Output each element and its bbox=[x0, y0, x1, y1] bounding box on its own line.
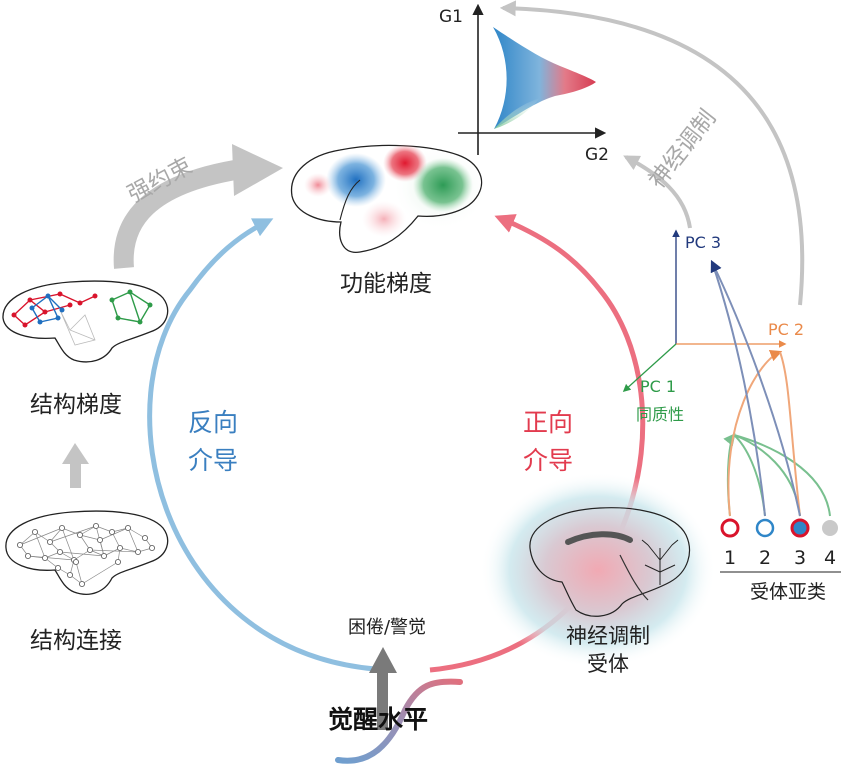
connectivity-node bbox=[66, 571, 74, 579]
neuromodulatory-receptor-brain: 神经调制 受体 bbox=[480, 472, 716, 676]
connectivity-node bbox=[46, 538, 54, 546]
gradient-space-plot: G1 G2 bbox=[439, 3, 609, 165]
receptor-label-line2: 受体 bbox=[587, 652, 629, 676]
connectivity-node bbox=[72, 558, 80, 566]
receptor-subtype-4-marker bbox=[822, 520, 838, 536]
strong-constraint-arrow: 强约束 bbox=[113, 144, 283, 269]
connectivity-node bbox=[56, 548, 64, 556]
connectivity-node bbox=[108, 528, 116, 536]
connectivity-node bbox=[134, 548, 142, 556]
connectivity-node bbox=[114, 558, 122, 566]
connectivity-link bbox=[79, 534, 101, 541]
forward-label-line2: 介导 bbox=[523, 446, 573, 475]
connectivity-link bbox=[127, 527, 146, 539]
receptor-subtype-3: 3 bbox=[794, 547, 806, 569]
connectivity-node bbox=[16, 541, 24, 549]
connectivity-node bbox=[31, 528, 39, 536]
connectivity-node bbox=[78, 580, 86, 588]
connectivity-node bbox=[141, 534, 149, 542]
connectivity-node bbox=[76, 531, 84, 539]
connectivity-link bbox=[19, 527, 63, 546]
connectivity-link bbox=[61, 527, 75, 561]
connectivity-node bbox=[24, 552, 32, 560]
connectivity-node bbox=[100, 552, 108, 560]
brain-outline-receptor bbox=[529, 507, 691, 617]
reverse-label-line1: 反向 bbox=[188, 408, 238, 437]
receptor-subtype-4: 4 bbox=[824, 547, 836, 569]
arousal-level-label: 觉醒水平 bbox=[328, 705, 428, 734]
receptor-subtype-2: 2 bbox=[759, 547, 771, 569]
axis-label-g2: G2 bbox=[585, 145, 609, 165]
connectivity-link bbox=[61, 527, 81, 536]
connectivity-link bbox=[75, 561, 83, 585]
connectivity-link bbox=[119, 547, 139, 553]
brain-outline-functional bbox=[290, 144, 483, 253]
receptor-subtype-1-marker bbox=[720, 518, 740, 538]
connectivity-node bbox=[54, 564, 62, 572]
arousal-wave bbox=[335, 678, 463, 764]
connectivity-link bbox=[49, 527, 63, 543]
sleepy-alert-label: 困倦/警觉 bbox=[348, 617, 426, 638]
structural-connectivity-brain: 结构连接 bbox=[5, 510, 169, 654]
receptor-subtypes: 1 2 3 4 受体亚类 bbox=[720, 518, 841, 603]
forward-label-line1: 正向 bbox=[523, 408, 573, 437]
connectivity-link bbox=[19, 531, 36, 546]
connectivity-link bbox=[49, 525, 97, 543]
axis-label-g1: G1 bbox=[439, 7, 463, 27]
connectivity-node bbox=[124, 524, 132, 532]
connectivity-node bbox=[116, 544, 124, 552]
connectivity-link bbox=[81, 561, 119, 585]
receptor-projections bbox=[710, 259, 831, 517]
neuromodulation-arc: 神经调制 bbox=[499, 0, 805, 306]
cycle-arcs: 反向 介导 正向 介导 bbox=[147, 214, 646, 673]
pc2-label: PC 2 bbox=[768, 320, 804, 339]
neuromodulation-arc-label: 神经调制 bbox=[644, 105, 721, 194]
connectivity-link bbox=[34, 531, 46, 559]
pc-axes: PC 3 PC 2 PC 1 同质性 bbox=[622, 229, 804, 424]
pc1-label: PC 1 bbox=[640, 377, 676, 396]
connectivity-link bbox=[59, 551, 105, 557]
reverse-label-line2: 介导 bbox=[188, 446, 238, 475]
receptor-subtype-1: 1 bbox=[724, 547, 736, 569]
gradient-manifold bbox=[493, 27, 596, 129]
up-arrow-connectivity-to-gradient bbox=[62, 443, 89, 488]
pc3-label: PC 3 bbox=[685, 233, 721, 252]
receptor-subtype-2-marker bbox=[755, 518, 775, 538]
connectivity-link bbox=[89, 549, 139, 553]
receptor-label-line1: 神经调制 bbox=[566, 624, 650, 648]
connectivity-node bbox=[148, 544, 156, 552]
cerebellum-tree-icon bbox=[641, 539, 679, 585]
arousal-level: 困倦/警觉 觉醒水平 bbox=[328, 617, 463, 764]
connectivity-link bbox=[127, 527, 139, 553]
connectivity-node bbox=[86, 546, 94, 554]
connectivity-node bbox=[41, 554, 49, 562]
functional-gradient-label: 功能梯度 bbox=[340, 271, 432, 297]
homogeneity-label: 同质性 bbox=[636, 405, 684, 424]
connectivity-link bbox=[79, 525, 97, 536]
connectivity-node bbox=[96, 536, 104, 544]
receptor-subtype-3-marker bbox=[790, 518, 810, 538]
structural-gradient-brain: 结构梯度 bbox=[2, 280, 169, 418]
functional-gradient-brain: 功能梯度 bbox=[290, 144, 488, 297]
connectivity-node bbox=[92, 522, 100, 530]
connectivity-link bbox=[27, 555, 75, 561]
connectivity-link bbox=[73, 549, 91, 561]
connectivity-node bbox=[58, 524, 66, 532]
structural-connectivity-label: 结构连接 bbox=[30, 628, 122, 654]
receptor-subtype-title: 受体亚类 bbox=[750, 581, 826, 603]
reverse-mediation-arc bbox=[147, 218, 376, 672]
structural-gradient-label: 结构梯度 bbox=[30, 392, 122, 418]
